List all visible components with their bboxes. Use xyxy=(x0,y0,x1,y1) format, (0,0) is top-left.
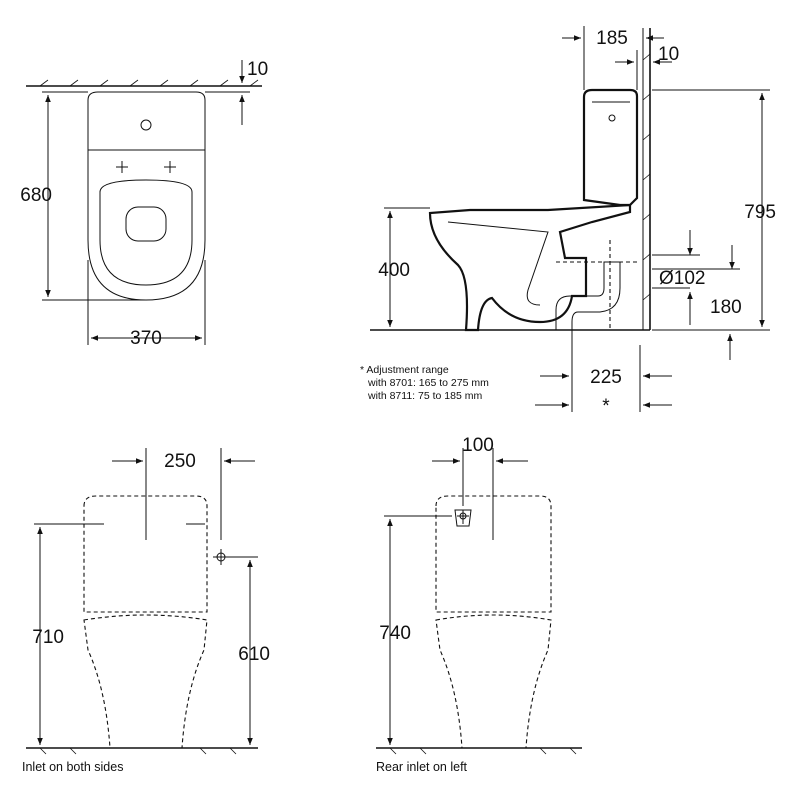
fixing-point-icon xyxy=(116,161,176,173)
dim-label-740: 740 xyxy=(379,623,411,644)
side-view-trap xyxy=(447,221,549,306)
front-right-bowl xyxy=(435,614,552,749)
dim-label-180: 180 xyxy=(710,297,742,318)
front-right-floor-hatch xyxy=(389,747,577,755)
caption-right: Rear inlet on left xyxy=(376,760,468,774)
dim-label-680: 680 xyxy=(20,185,52,206)
dim-label-225: 225 xyxy=(590,367,622,388)
dim-label-102: Ø102 xyxy=(659,268,705,289)
side-view-cistern xyxy=(582,88,639,207)
dim-label-100: 100 xyxy=(462,435,494,456)
front-right-cistern xyxy=(435,495,552,613)
dim-740: 740 xyxy=(379,519,411,745)
dim-label-10-top: 10 xyxy=(247,59,268,80)
note-line-1: with 8701: 165 to 275 mm xyxy=(367,377,489,389)
dim-370: 370 xyxy=(87,260,206,349)
dim-label-370: 370 xyxy=(130,328,162,349)
dim-680: 680 xyxy=(20,91,146,301)
dim-label-10-side: 10 xyxy=(658,44,679,65)
dim-label-400: 400 xyxy=(378,260,410,281)
flush-button-icon xyxy=(140,119,152,131)
caption-left: Inlet on both sides xyxy=(22,760,123,774)
side-view-wall-hatch xyxy=(642,53,651,301)
top-view-seat xyxy=(99,179,193,286)
front-left-floor-hatch xyxy=(39,747,237,755)
dim-100: 100 xyxy=(432,435,528,506)
dim-label-adjustment: * xyxy=(602,396,610,417)
dim-250: 250 xyxy=(112,448,255,540)
dim-label-610: 610 xyxy=(238,644,270,665)
dim-102: Ø102 xyxy=(652,230,740,289)
dim-180: 180 xyxy=(652,287,742,360)
dim-label-710: 710 xyxy=(32,627,64,648)
dim-label-250: 250 xyxy=(164,451,196,472)
dim-adjustment: * xyxy=(535,396,672,417)
side-view: 185 10 795 400 Ø102 xyxy=(360,26,776,417)
dim-10-top: 10 xyxy=(205,59,268,125)
top-view-cistern xyxy=(87,91,206,151)
rear-inlet-icon xyxy=(454,509,472,527)
front-left-cistern xyxy=(83,495,208,613)
front-left-bowl xyxy=(83,614,208,749)
note-title: * Adjustment range xyxy=(360,364,449,376)
top-view-wall-hatch xyxy=(39,79,259,87)
note-line-2: with 8711: 75 to 185 mm xyxy=(367,390,482,402)
dim-225: 225 xyxy=(540,345,672,412)
dim-185: 185 xyxy=(562,26,664,90)
dim-795: 795 xyxy=(652,89,776,331)
dim-400: 400 xyxy=(378,207,430,327)
top-view-seat-opening xyxy=(125,206,167,242)
dim-710: 710 xyxy=(32,527,64,745)
top-view: 680 370 10 xyxy=(20,59,268,349)
dim-610: 610 xyxy=(229,556,270,745)
dim-label-185: 185 xyxy=(596,28,628,49)
front-view-left: 250 710 610 Inlet on both sides xyxy=(22,448,270,774)
dim-label-795: 795 xyxy=(744,202,776,223)
adjustment-note: * Adjustment range with 8701: 165 to 275… xyxy=(360,364,489,402)
front-view-right: 100 740 Rear inlet on left xyxy=(376,435,582,774)
inlet-icon xyxy=(213,549,229,565)
dim-10-side: 10 xyxy=(615,44,679,90)
top-view-bowl xyxy=(87,150,206,301)
side-view-bowl xyxy=(428,203,632,332)
